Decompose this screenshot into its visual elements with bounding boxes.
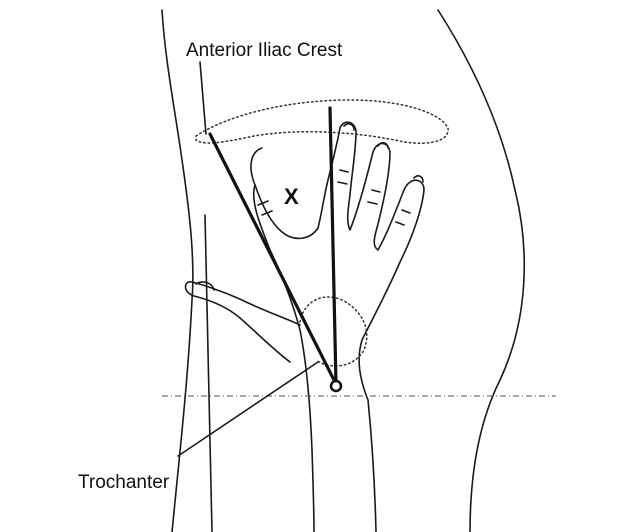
index-line: [208, 132, 338, 386]
body-outline-right: [437, 9, 526, 532]
trochanter-leader: [177, 361, 319, 457]
x-mark: X: [284, 184, 299, 209]
thumb-nail: [195, 281, 215, 291]
fingernails: [343, 123, 424, 183]
body-outline-left: [161, 9, 194, 532]
iliac-crest-outline: [195, 99, 449, 144]
trochanter-label: Trochanter: [78, 472, 170, 493]
finger-creases: [257, 169, 411, 226]
middle-line: [328, 106, 338, 386]
inner-leg-line: [204, 214, 213, 532]
iliac-leader: [199, 61, 207, 135]
palm-left: [252, 184, 315, 532]
trochanter-outline: [299, 296, 368, 367]
anterior-iliac-crest-label: Anterior Iliac Crest: [186, 40, 343, 61]
trochanter-point: [329, 379, 343, 393]
thumb: [184, 281, 301, 363]
hand-outline: [250, 121, 425, 532]
